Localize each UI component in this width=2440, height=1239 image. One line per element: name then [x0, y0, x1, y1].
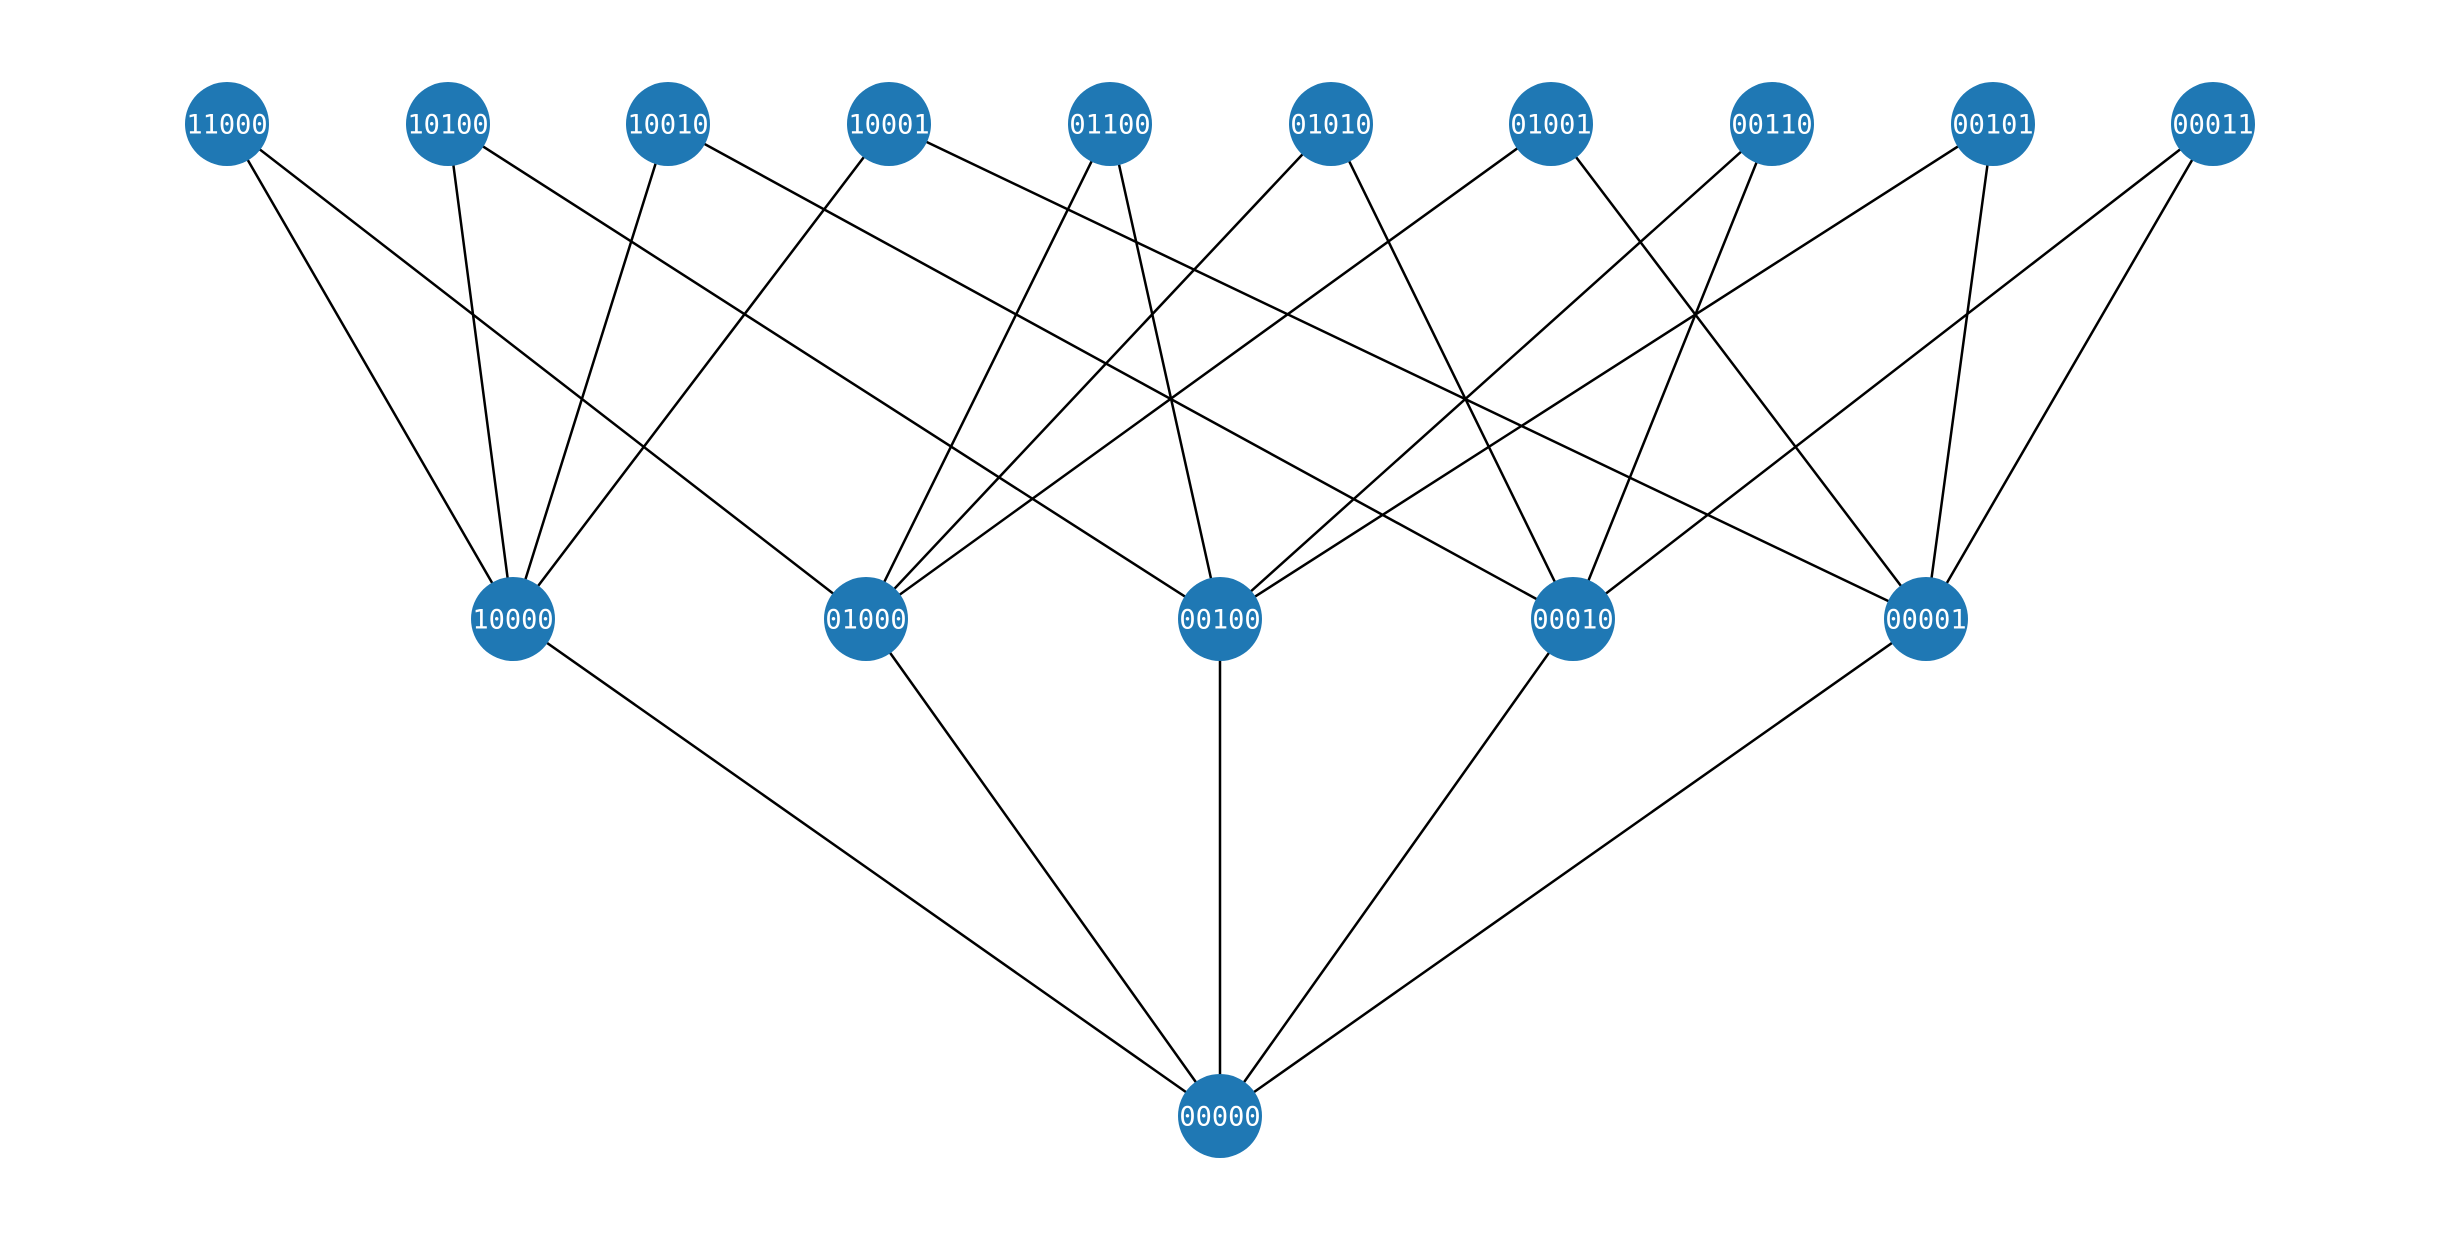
node-circle-00101: [1951, 82, 2035, 166]
node-10000: 10000: [471, 577, 555, 661]
edge-00101-00100: [1218, 122, 1995, 621]
node-01000: 01000: [824, 577, 908, 661]
edge-10100-10000: [446, 122, 515, 621]
edge-10001-10000: [511, 122, 891, 621]
node-circle-00010: [1531, 577, 1615, 661]
edge-10001-00001: [887, 122, 1928, 621]
node-00001: 00001: [1884, 577, 1968, 661]
edge-01001-01000: [864, 122, 1553, 621]
node-circle-01100: [1068, 82, 1152, 166]
node-01010: 01010: [1289, 82, 1373, 166]
edge-00110-00010: [1571, 122, 1774, 621]
node-circle-01001: [1509, 82, 1593, 166]
node-00100: 00100: [1178, 577, 1262, 661]
node-10010: 10010: [626, 82, 710, 166]
node-circle-01000: [824, 577, 908, 661]
node-circle-00100: [1178, 577, 1262, 661]
node-00011: 00011: [2171, 82, 2255, 166]
edge-00010-00000: [1218, 617, 1575, 1118]
edge-01100-01000: [864, 122, 1112, 621]
node-00101: 00101: [1951, 82, 2035, 166]
edge-11000-01000: [225, 122, 868, 621]
edge-01000-00000: [864, 617, 1222, 1118]
node-circle-11000: [185, 82, 269, 166]
node-circle-00110: [1730, 82, 1814, 166]
node-10001: 10001: [847, 82, 931, 166]
edge-01010-00010: [1329, 122, 1575, 621]
edge-00101-00001: [1924, 122, 1995, 621]
node-circle-01010: [1289, 82, 1373, 166]
node-circle-10001: [847, 82, 931, 166]
node-circle-00011: [2171, 82, 2255, 166]
edge-01001-00001: [1549, 122, 1928, 621]
node-circle-00001: [1884, 577, 1968, 661]
edge-10010-10000: [511, 122, 670, 621]
node-11000: 11000: [185, 82, 269, 166]
node-01001: 01001: [1509, 82, 1593, 166]
edge-00011-00001: [1924, 122, 2215, 621]
edge-10010-00010: [666, 122, 1575, 621]
edge-00011-00010: [1571, 122, 2215, 621]
node-circle-00000: [1178, 1074, 1262, 1158]
node-circle-10000: [471, 577, 555, 661]
node-circle-10010: [626, 82, 710, 166]
node-10100: 10100: [406, 82, 490, 166]
edge-11000-10000: [225, 122, 515, 621]
node-00110: 00110: [1730, 82, 1814, 166]
node-circle-10100: [406, 82, 490, 166]
edge-00110-00100: [1218, 122, 1774, 621]
node-01100: 01100: [1068, 82, 1152, 166]
edge-01100-00100: [1108, 122, 1222, 621]
node-00000: 00000: [1178, 1074, 1262, 1158]
edge-10100-00100: [446, 122, 1222, 621]
edge-01010-01000: [864, 122, 1333, 621]
node-00010: 00010: [1531, 577, 1615, 661]
edge-10000-00000: [511, 617, 1222, 1118]
edge-layer: [225, 122, 2215, 1118]
edge-00001-00000: [1218, 617, 1928, 1118]
